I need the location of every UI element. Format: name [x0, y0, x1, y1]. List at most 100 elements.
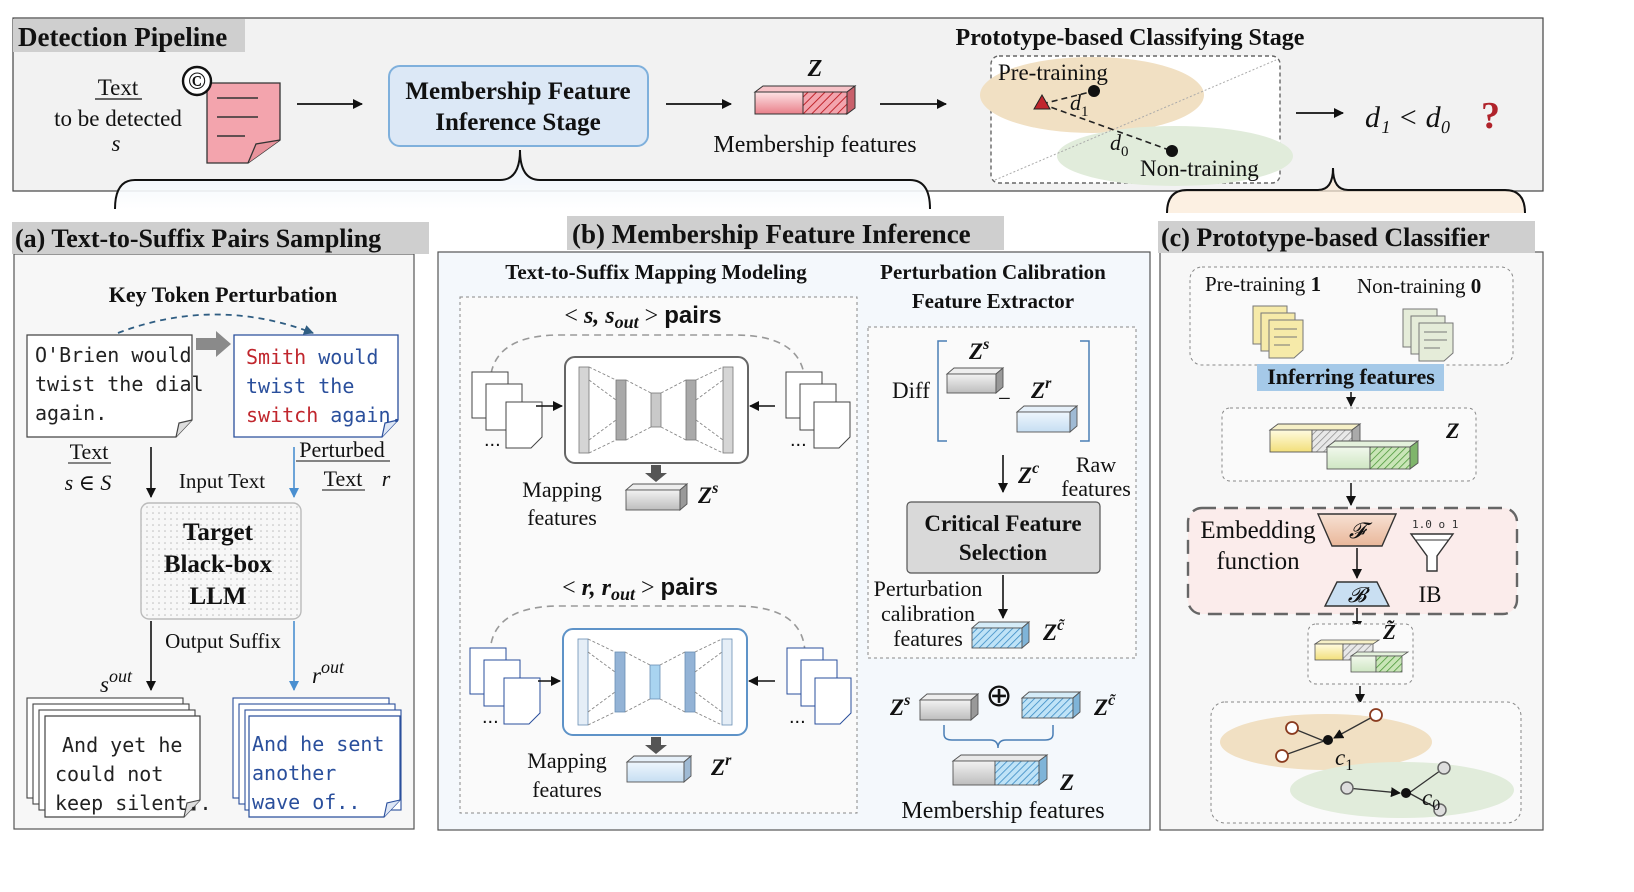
pair2-left-docs: ...	[469, 647, 541, 728]
decoder-b-shape	[1323, 581, 1391, 607]
pretraining-docs-icon	[1252, 305, 1304, 359]
z-label-top: Z	[807, 56, 823, 82]
sample-0a	[1340, 781, 1354, 795]
text-label-a: Text	[70, 439, 109, 464]
suffix-r-line2: another	[252, 761, 336, 785]
mapping-features-2a: Mapping	[527, 748, 606, 773]
diff-bracket-right	[1080, 340, 1090, 442]
pair2-label: < r, rout > pairs	[562, 574, 718, 604]
panel-b-title-bg	[567, 216, 1004, 250]
pair1-arc	[489, 334, 806, 386]
zs-label: Zs	[697, 480, 718, 508]
oplus-symbol: ⊕	[986, 676, 1013, 714]
raw-features-1: Raw	[1076, 452, 1116, 477]
r-out-label: rout	[312, 657, 345, 688]
brace-inference	[114, 149, 931, 210]
z-label-c: Z	[1445, 418, 1459, 443]
nontraining-c: Non-training 0	[1357, 274, 1481, 298]
diff-zs-label: Zs	[968, 336, 989, 364]
c0-label: c0	[1422, 785, 1440, 814]
pipeline-title-bg	[13, 19, 245, 52]
z-block-nontrain	[1325, 440, 1420, 470]
nontraining-docs-icon	[1402, 308, 1454, 362]
nontraining-label: Non-training	[1140, 156, 1259, 181]
mapping-title: Text-to-Suffix Mapping Modeling	[505, 260, 807, 284]
zr-block	[625, 755, 693, 783]
pert-calib-3: features	[893, 626, 963, 651]
c1-label: c1	[1335, 745, 1353, 774]
b-label: 𝓑	[1348, 583, 1371, 607]
original-text-line2: twist the dial	[35, 372, 204, 396]
diff-zs-block	[945, 367, 1005, 394]
panel-a-title: (a) Text-to-Suffix Pairs Sampling	[15, 224, 381, 253]
down-arrow-zs	[645, 465, 667, 482]
suffix-r-line1: And he sent	[252, 732, 384, 756]
prototype-c1	[1323, 735, 1333, 745]
membership-features-label: Membership features	[713, 132, 916, 158]
sample-point	[1033, 93, 1051, 110]
decision-boundary	[994, 59, 1277, 181]
sample-0b	[1437, 761, 1451, 775]
classifying-stage-title: Prototype-based Classifying Stage	[956, 25, 1305, 51]
down-arrow-zr	[645, 737, 667, 754]
original-text-line3: again.	[35, 401, 107, 425]
d0-label: d0	[1110, 130, 1129, 160]
pert-calib-2: calibration	[881, 601, 975, 626]
key-token-perturbation: Key Token Perturbation	[109, 282, 338, 307]
membership-features-b: Membership features	[901, 798, 1104, 824]
sample-1c	[1369, 708, 1383, 722]
combine-zs-block	[918, 693, 980, 721]
ztilde-label: Z̃	[1382, 620, 1396, 644]
panel-a-title-bg	[12, 222, 429, 254]
final-z-block	[951, 754, 1049, 786]
pretraining-c: Pre-training 1	[1205, 272, 1321, 296]
text-label: Text	[98, 75, 139, 100]
mapping-features-2b: features	[532, 777, 602, 802]
pair2-right-docs: ...	[786, 647, 852, 728]
panel-a: (a) Text-to-Suffix Pairs Sampling Key To…	[12, 222, 429, 830]
diff-zr-block	[1015, 405, 1079, 433]
ellipsis-1: ...	[484, 429, 501, 451]
minus-sign: −	[998, 386, 1011, 411]
panel-b: (b) Membership Feature Inference Text-to…	[437, 216, 1151, 831]
ib-label: IB	[1419, 582, 1442, 607]
question-mark: ?	[1481, 95, 1500, 137]
pert-title-1: Perturbation Calibration	[880, 260, 1106, 284]
autoencoder-1	[564, 356, 749, 464]
diff-bracket-left	[937, 340, 947, 442]
inferring-bg	[1257, 364, 1444, 391]
input-document-icon	[206, 82, 281, 164]
suffix-r-line3: wave of..	[252, 790, 360, 814]
perturbed-segment: again.	[318, 403, 402, 427]
pair1-label: < s, sout > pairs	[564, 302, 721, 332]
perturb-block-arrow	[196, 331, 231, 357]
perturbed-segment: switch	[246, 403, 318, 427]
perturbation-arc	[117, 313, 314, 335]
panel-c: (c) Prototype-based Classifier Pre-train…	[1158, 221, 1544, 831]
diff-zr-label: Zr	[1030, 375, 1052, 403]
zr-label: Zr	[710, 752, 732, 780]
llm-box	[140, 502, 302, 620]
output-suffix-label: Output Suffix	[165, 629, 281, 653]
text-set: s ∈ S	[65, 470, 112, 495]
combine-zs-label: Zs	[889, 692, 910, 720]
pair1-left-docs: ...	[471, 371, 543, 451]
perturbed-text-label: Text	[324, 466, 363, 491]
inference-stage-line1: Membership Feature	[405, 78, 630, 105]
sample-1b	[1275, 749, 1289, 763]
combine-brace	[943, 725, 1054, 749]
perturbed-text-box	[233, 334, 399, 438]
raw-features-2: features	[1061, 476, 1131, 501]
perturbed-segment: would	[306, 345, 378, 369]
svg-text:1.0 o 1: 1.0 o 1	[1412, 518, 1458, 531]
ellipsis-2: ...	[790, 429, 807, 451]
suffix-r-stack	[232, 697, 402, 818]
suffix-s-line1: And yet he	[62, 733, 182, 757]
prototype-c0	[1401, 788, 1411, 798]
suffix-s-line2: could not	[55, 762, 163, 786]
copyright-symbol: ©	[188, 69, 206, 95]
prototype-pretraining	[1088, 85, 1100, 97]
pretraining-label: Pre-training	[998, 60, 1108, 85]
zs-block	[624, 483, 689, 511]
